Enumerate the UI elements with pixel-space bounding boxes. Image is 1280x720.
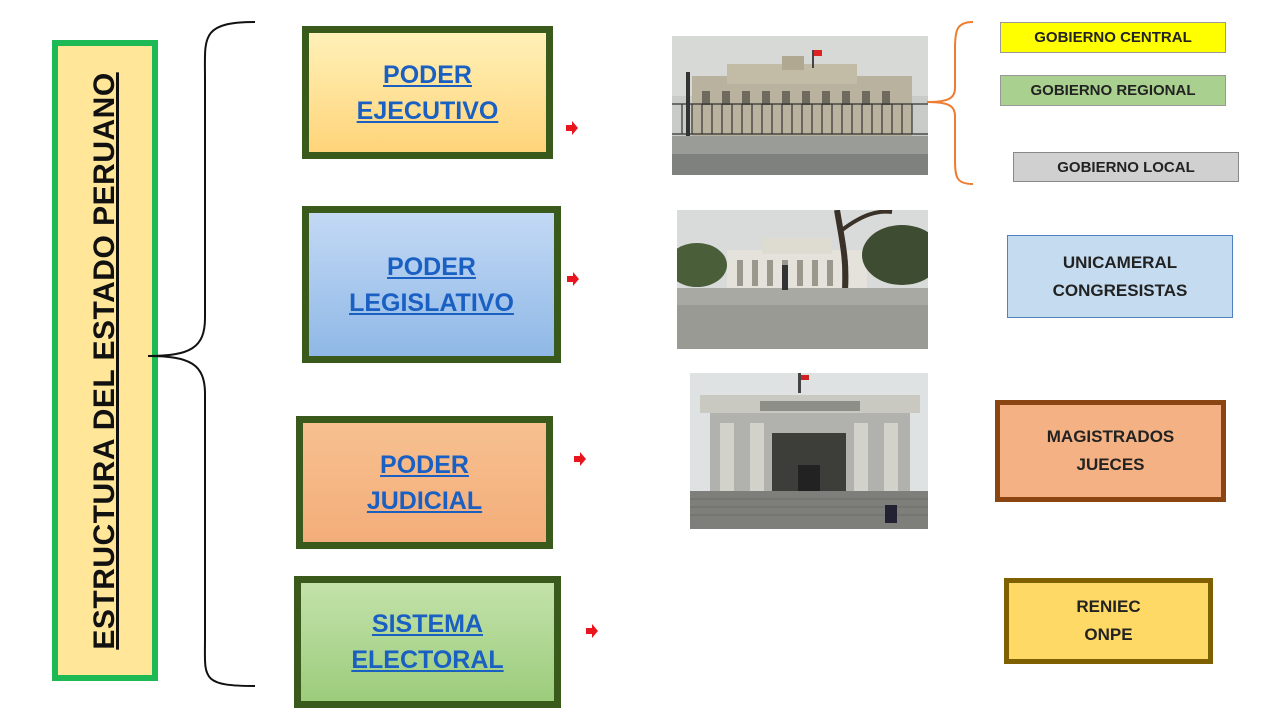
poder-ejecutivo-link[interactable]: PODER EJECUTIVO [356, 60, 499, 125]
arrow-right-icon [566, 121, 578, 135]
judicial-detail-box: MAGISTRADOS JUECES [995, 400, 1226, 502]
poder-legislativo-link[interactable]: PODER LEGISLATIVO [349, 252, 514, 317]
poder-ejecutivo-box[interactable]: PODER EJECUTIVO [302, 26, 553, 159]
arrow-right-icon [574, 452, 586, 466]
title-box: ESTRUCTURA DEL ESTADO PERUANO [52, 40, 158, 681]
gobierno-local-label: GOBIERNO LOCAL [1013, 152, 1239, 182]
legislative-detail-box: UNICAMERAL CONGRESISTAS [1007, 235, 1233, 318]
poder-legislativo-box[interactable]: PODER LEGISLATIVO [302, 206, 561, 363]
congreso-photo [677, 210, 928, 349]
arrow-right-icon [567, 272, 579, 286]
executive-levels-brace [926, 21, 974, 185]
palacio-gobierno-photo [672, 36, 928, 175]
main-brace [147, 21, 256, 687]
gobierno-regional-label: GOBIERNO REGIONAL [1000, 75, 1226, 106]
poder-judicial-box[interactable]: PODER JUDICIAL [296, 416, 553, 549]
electoral-detail-box: RENIEC ONPE [1004, 578, 1213, 664]
sistema-electoral-box[interactable]: SISTEMA ELECTORAL [294, 576, 561, 708]
palacio-justicia-photo [690, 373, 928, 529]
arrow-right-icon [586, 624, 598, 638]
gobierno-central-label: GOBIERNO CENTRAL [1000, 22, 1226, 53]
poder-judicial-link[interactable]: PODER JUDICIAL [366, 450, 483, 515]
diagram-title: ESTRUCTURA DEL ESTADO PERUANO [88, 71, 121, 650]
sistema-electoral-link[interactable]: SISTEMA ELECTORAL [351, 610, 504, 674]
